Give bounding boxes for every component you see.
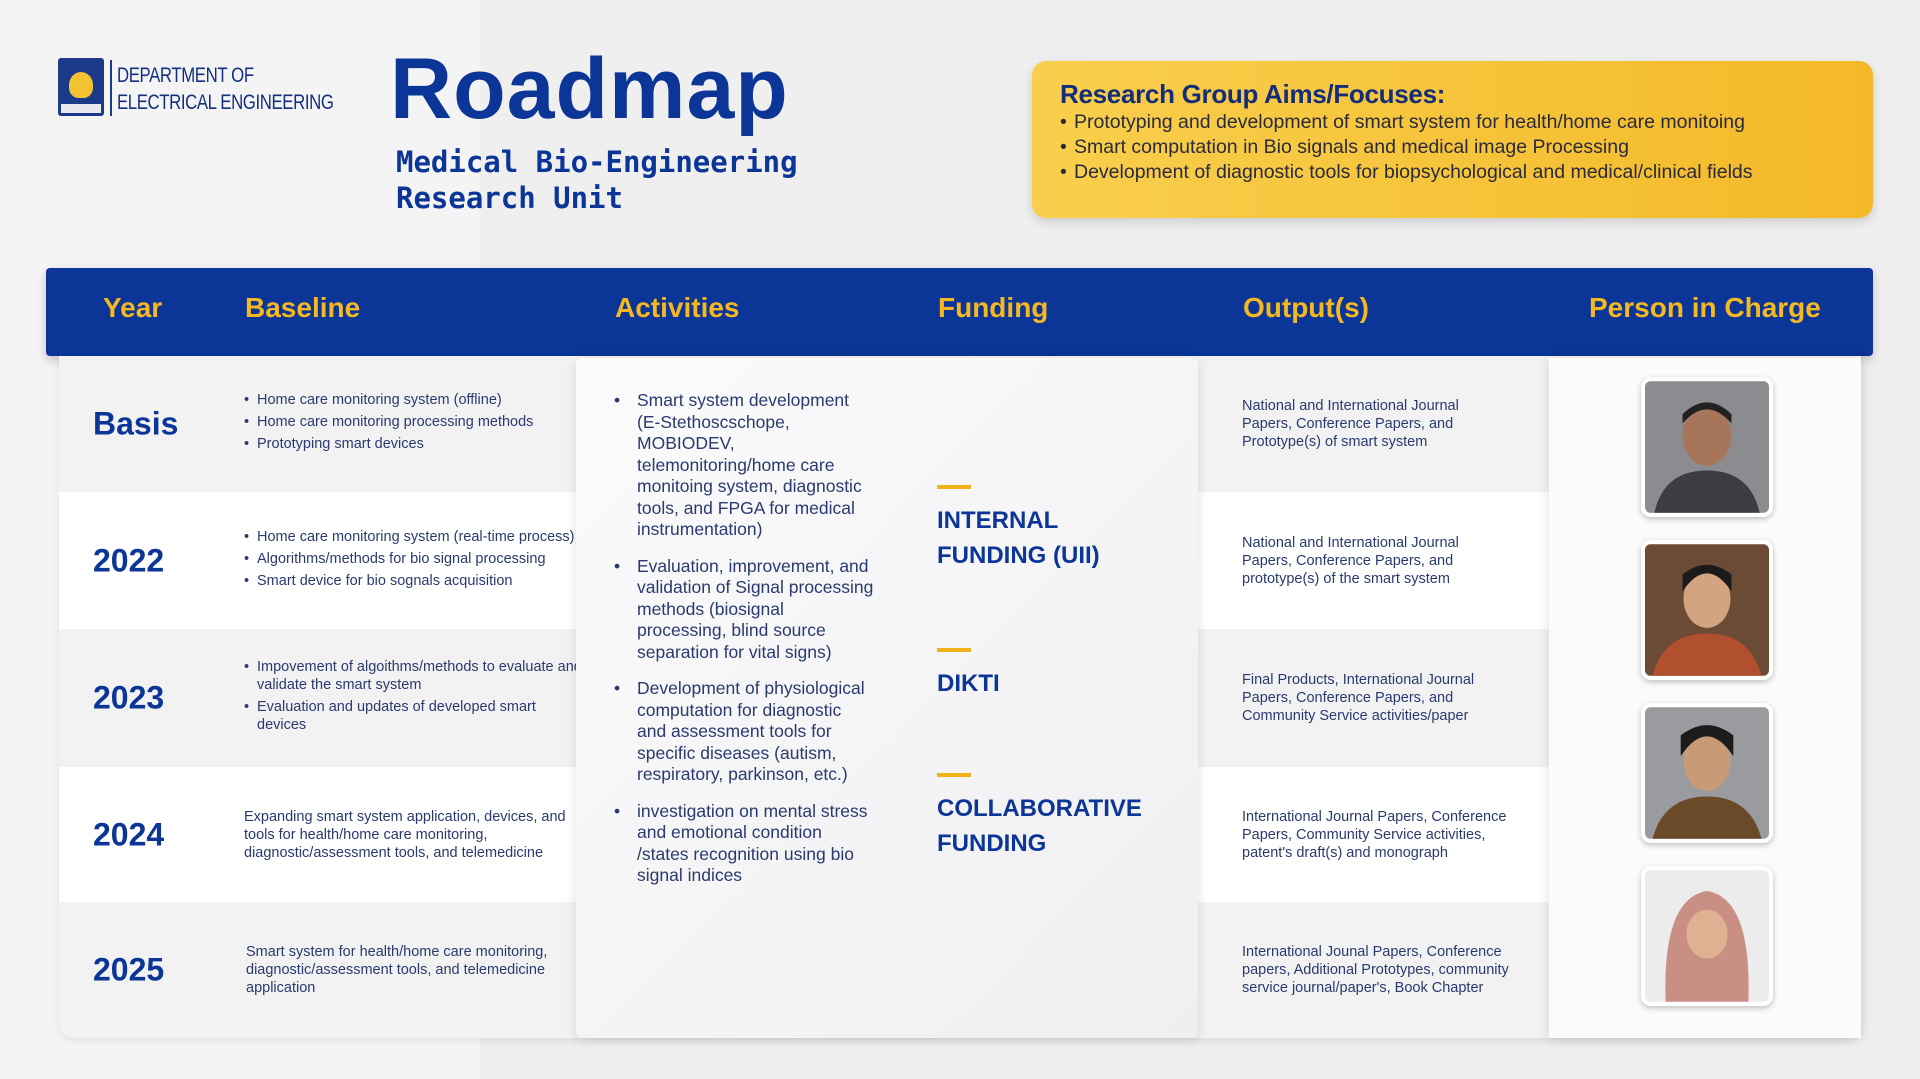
output-cell: National and International Journal Paper… xyxy=(1242,398,1459,450)
funding-label: COLLABORATIVE FUNDING xyxy=(937,795,1142,857)
year-label: 2024 xyxy=(93,816,165,852)
aims-item: Smart computation in Bio signals and med… xyxy=(1060,135,1845,160)
baseline-item: Home care monitoring system (offline) xyxy=(244,391,584,409)
baseline-item: Home care monitoring processing methods xyxy=(244,413,584,431)
header-person-in-charge: Person in Charge xyxy=(1589,292,1821,323)
header-baseline: Baseline xyxy=(245,292,361,323)
aims-heading: Research Group Aims/Focuses: xyxy=(1060,79,1446,109)
header-funding: Funding xyxy=(938,292,1049,323)
baseline-item: Home care monitoring system (real-time p… xyxy=(244,528,584,546)
activity-item: Smart system development (E-Stethoscscho… xyxy=(614,390,875,541)
logo-divider xyxy=(110,60,112,116)
person-in-charge-panel xyxy=(1549,358,1861,1038)
accent-bar xyxy=(937,773,971,777)
university-logo xyxy=(58,58,104,116)
funding-internal: INTERNAL FUNDING (UII) xyxy=(937,485,1100,573)
funding-collaborative: COLLABORATIVE FUNDING xyxy=(937,773,1142,861)
output-cell: International Jounal Papers, Conference … xyxy=(1242,944,1509,996)
baseline-item: Prototyping smart devices xyxy=(244,435,584,453)
baseline-cell: Impovement of algoithms/methods to evalu… xyxy=(244,658,584,738)
baseline-item: Evaluation and updates of developed smar… xyxy=(244,698,584,734)
accent-bar xyxy=(937,648,971,652)
page-title: Roadmap xyxy=(390,41,789,137)
year-label: 2025 xyxy=(93,951,165,988)
output-cell: International Journal Papers, Conference… xyxy=(1242,808,1507,861)
accent-bar xyxy=(937,485,971,489)
funding-label: DIKTI xyxy=(937,670,1000,697)
baseline-cell: Expanding smart system application, devi… xyxy=(244,808,566,861)
person-photo xyxy=(1641,866,1773,1006)
funding-label: INTERNAL FUNDING (UII) xyxy=(937,507,1100,569)
output-cell: Final Products, International Journal Pa… xyxy=(1242,672,1475,724)
aims-item: Development of diagnostic tools for biop… xyxy=(1060,160,1845,185)
person-photo xyxy=(1641,540,1773,680)
activity-item: Development of physiological computation… xyxy=(614,678,875,786)
table-header: Year Baseline Activities Funding Output(… xyxy=(46,268,1873,356)
baseline-item: Smart device for bio sognals acquisition xyxy=(244,572,584,590)
aims-item: Prototyping and development of smart sys… xyxy=(1060,110,1845,135)
activities-funding-panel: Smart system development (E-Stethoscscho… xyxy=(576,358,1198,1038)
activity-item: investigation on mental stress and emoti… xyxy=(614,801,875,887)
person-photo xyxy=(1641,703,1773,843)
baseline-cell: Home care monitoring system (offline) Ho… xyxy=(244,391,584,457)
funding-dikti: DIKTI xyxy=(937,648,1000,701)
department-name: DEPARTMENT OF ELECTRICAL ENGINEERING xyxy=(117,64,334,114)
year-label: Basis xyxy=(93,405,179,442)
baseline-item: Algorithms/methods for bio signal proces… xyxy=(244,550,584,568)
output-cell: National and International Journal Paper… xyxy=(1242,534,1459,587)
baseline-item: Impovement of algoithms/methods to evalu… xyxy=(244,658,584,694)
activity-item: Evaluation, improvement, and validation … xyxy=(614,556,875,664)
header-year: Year xyxy=(103,292,163,323)
person-photo xyxy=(1641,377,1773,517)
header-outputs: Output(s) xyxy=(1243,292,1369,323)
page-subtitle: Medical Bio-Engineering Research Unit xyxy=(396,145,798,215)
baseline-cell: Home care monitoring system (real-time p… xyxy=(244,528,584,594)
aims-box: Research Group Aims/Focuses: Prototyping… xyxy=(1032,61,1873,218)
baseline-cell: Smart system for health/home care monito… xyxy=(246,944,548,996)
header-activities: Activities xyxy=(615,292,740,323)
year-label: 2022 xyxy=(93,542,165,578)
year-label: 2023 xyxy=(93,679,165,716)
